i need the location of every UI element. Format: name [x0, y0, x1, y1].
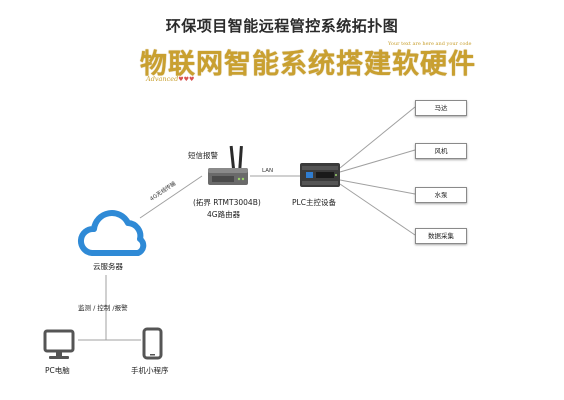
device-fan: 风机	[415, 143, 467, 159]
device-motor: 马达	[415, 100, 467, 116]
banner-subtitle: Your text are here and your code	[388, 41, 472, 47]
phone-icon	[142, 327, 163, 360]
cloud-router-line	[139, 175, 203, 219]
connections	[78, 106, 416, 341]
banner-tag: Advanced♥♥♥	[146, 75, 194, 83]
monitor-control-label: 监测 / 控制 /报警	[78, 304, 128, 312]
page-title: 环保项目智能远程管控系统拓扑图	[165, 17, 399, 35]
hearts-icon: ♥♥♥	[178, 76, 195, 83]
plc-device-line-2	[339, 149, 416, 173]
device-data-collection: 数据采集	[415, 228, 467, 244]
banner-tag-text: Advanced	[146, 75, 179, 83]
lan-label: LAN	[262, 168, 274, 174]
phone-label: 手机小程序	[131, 366, 169, 375]
plc-label: PLC主控设备	[292, 198, 336, 207]
device-pump: 水泵	[415, 187, 467, 203]
router-alarm-label: 短信报警	[188, 151, 218, 160]
plc-icon	[300, 163, 340, 187]
plc-device-line-3	[339, 179, 416, 195]
cloud-label: 云服务器	[93, 262, 123, 271]
plc-device-line-1	[339, 106, 416, 169]
router-name-label: 4G路由器	[207, 210, 241, 219]
plc-device-line-4	[339, 183, 416, 236]
router-icon	[208, 145, 248, 185]
pc-icon	[43, 329, 75, 359]
router-model-label: (拓界 RTMT3004B)	[193, 198, 261, 207]
pc-label: PC电脑	[45, 366, 70, 375]
cloud-icon	[78, 210, 147, 256]
banner-title: 物联网智能系统搭建软硬件	[140, 49, 476, 80]
